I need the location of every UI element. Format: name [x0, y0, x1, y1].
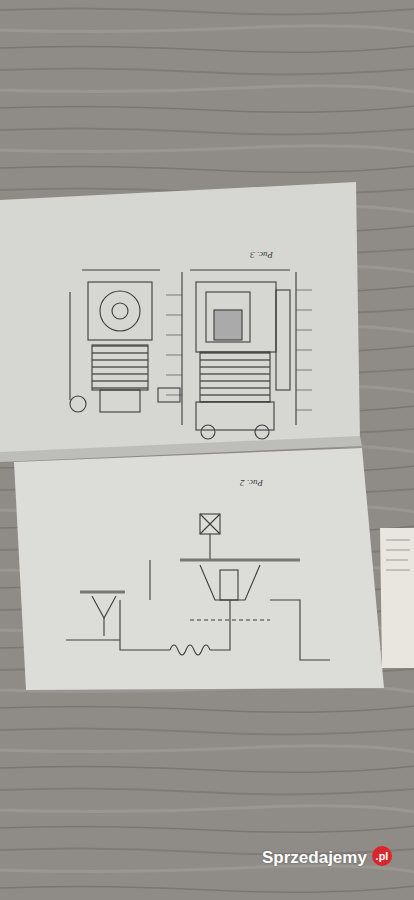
- watermark-badge: .pl: [372, 846, 392, 866]
- figure-caption: Рис. 2: [240, 478, 263, 488]
- figure-caption: Рис. 3: [250, 250, 273, 260]
- watermark: Sprzedajemy: [262, 848, 367, 868]
